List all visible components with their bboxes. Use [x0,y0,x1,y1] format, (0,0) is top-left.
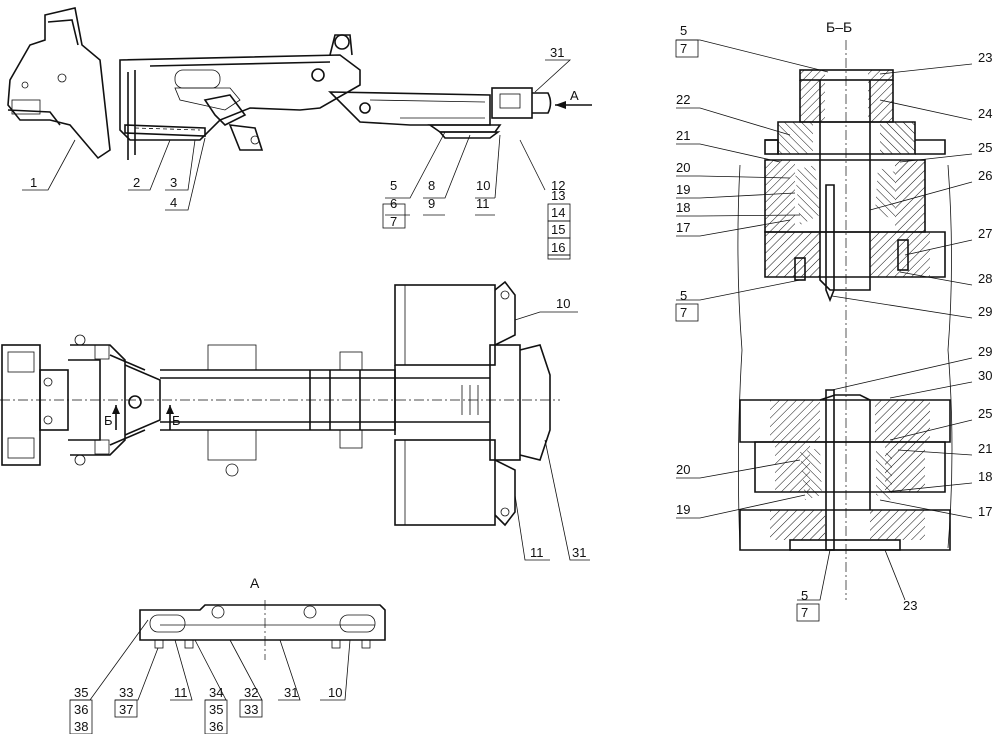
callout-33b: 33 [244,702,258,717]
callout-31-plan: 31 [572,545,586,560]
callout-18b: 18 [978,469,992,484]
callout-36b: 36 [209,719,223,734]
section-leaders [675,39,973,622]
view-a-callouts: 35 36 38 33 37 11 34 35 36 32 33 31 10 [74,685,342,734]
callout-8: 8 [428,178,435,193]
callout-31-a: 31 [284,685,298,700]
callout-35a: 35 [74,685,88,700]
callout-20a: 20 [676,160,690,175]
callout-11-plan: 11 [530,545,544,560]
callout-7: 7 [390,214,397,229]
callout-12: 12 [551,178,565,193]
callout-21b: 21 [978,441,992,456]
callout-33a: 33 [119,685,133,700]
callout-22: 22 [676,92,690,107]
section-callouts: 5 7 23 22 24 21 25 20 26 19 18 17 27 28 … [676,23,992,620]
callout-34: 34 [209,685,223,700]
callout-23-bot: 23 [903,598,917,613]
callout-23-top: 23 [978,50,992,65]
callout-11-a: 11 [174,685,188,700]
callout-16: 16 [551,240,565,255]
callout-38: 38 [74,719,88,734]
callout-7-bot: 7 [801,605,808,620]
view-a: А [69,575,386,734]
plan-view: Б Б [0,280,590,561]
callout-35b: 35 [209,702,223,717]
side-view-leaders [22,59,572,260]
callout-20b: 20 [676,462,690,477]
callout-30: 30 [978,368,992,383]
section-title: Б–Б [826,19,852,35]
callout-21a: 21 [676,128,690,143]
callout-36a: 36 [74,702,88,717]
section-view: Б–Б [737,19,953,600]
callout-1: 1 [30,175,37,190]
callout-9: 9 [428,196,435,211]
callout-27: 27 [978,226,992,241]
callout-5: 5 [390,178,397,193]
callout-7-mid: 7 [680,305,687,320]
callout-19b: 19 [676,502,690,517]
callout-26: 26 [978,168,992,183]
side-view: А [7,7,592,160]
callout-13: 13 [551,188,565,203]
callout-31-side: 31 [550,45,564,60]
section-mark-right: Б [172,413,181,428]
callout-4: 4 [170,195,177,210]
callout-37: 37 [119,702,133,717]
callout-17a: 17 [676,220,690,235]
callout-11: 11 [476,196,490,211]
callout-10: 10 [476,178,490,193]
callout-28: 28 [978,271,992,286]
callout-7-top: 7 [680,41,687,56]
callout-25a: 25 [978,140,992,155]
callout-18a: 18 [676,200,690,215]
callout-5-top: 5 [680,23,687,38]
callout-17b: 17 [978,504,992,519]
callout-10-a: 10 [328,685,342,700]
callout-19a: 19 [676,182,690,197]
section-mark-left: Б [104,413,113,428]
callout-29a: 29 [978,304,992,319]
callout-5-bot: 5 [801,588,808,603]
callout-29b: 29 [978,344,992,359]
callout-32: 32 [244,685,258,700]
arrow-a-label: А [570,88,579,103]
callout-15: 15 [551,222,565,237]
callout-5-mid: 5 [680,288,687,303]
side-view-callouts: 1 2 3 4 5 6 7 8 9 10 11 12 13 14 15 16 3… [30,45,565,255]
callout-6: 6 [390,196,397,211]
callout-14: 14 [551,205,565,220]
callout-24: 24 [978,106,992,121]
callout-2: 2 [133,175,140,190]
view-a-title: А [250,575,260,591]
callout-25b: 25 [978,406,992,421]
callout-3: 3 [170,175,177,190]
callout-10-plan: 10 [556,296,570,311]
plan-view-callouts: 10 11 31 [530,296,586,560]
